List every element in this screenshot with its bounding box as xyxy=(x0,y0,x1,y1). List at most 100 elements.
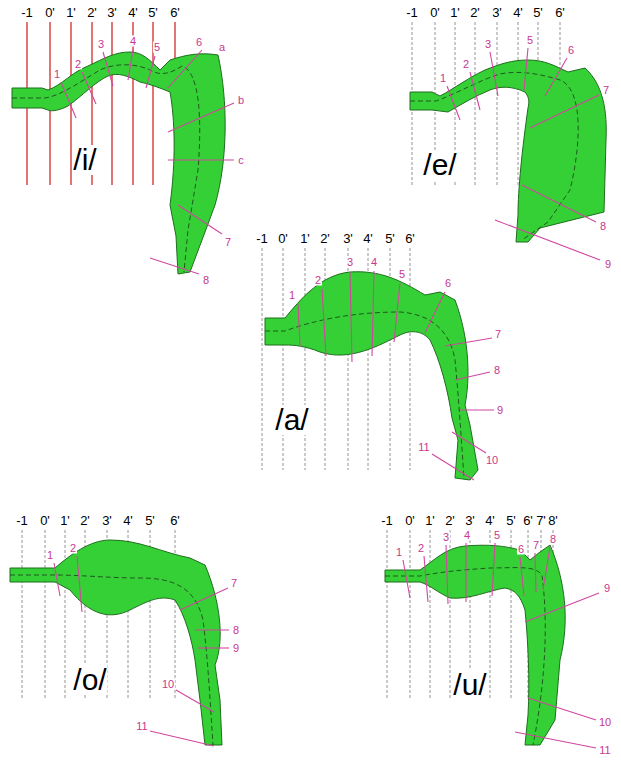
vocal-tract-tube xyxy=(410,60,606,242)
section-number: 6 xyxy=(444,278,452,289)
cross-section xyxy=(495,220,600,260)
cross-section xyxy=(446,545,448,604)
section-number: 8 xyxy=(202,275,210,286)
section-number: 5 xyxy=(153,42,161,53)
section-line xyxy=(410,530,411,700)
section-index: 2' xyxy=(319,232,331,245)
section-number: b xyxy=(237,95,245,106)
cross-section xyxy=(198,647,229,648)
section-number: a xyxy=(218,42,226,53)
section-line xyxy=(283,248,284,470)
section-number: 1 xyxy=(53,69,61,80)
section-line xyxy=(430,530,431,700)
cross-section xyxy=(350,272,352,362)
cross-section xyxy=(322,289,326,356)
section-number: 9 xyxy=(496,405,504,416)
cross-section xyxy=(515,732,596,748)
vowel-label: /e/ xyxy=(422,150,457,180)
section-number: 8 xyxy=(493,365,501,376)
section-index: 8' xyxy=(547,514,559,527)
section-index: 2' xyxy=(444,514,456,527)
section-index: 5' xyxy=(384,232,396,245)
cross-section xyxy=(61,82,76,118)
cross-section xyxy=(168,103,234,132)
section-number: 9 xyxy=(232,643,240,654)
section-number: 8 xyxy=(599,221,607,232)
section-line xyxy=(387,530,388,700)
cross-section xyxy=(445,338,492,346)
cross-section xyxy=(535,553,536,592)
vocal-tract-tube xyxy=(265,272,478,480)
section-index: 0' xyxy=(404,514,416,527)
cross-section xyxy=(545,58,567,96)
section-index: 3' xyxy=(491,6,503,19)
section-number: 11 xyxy=(417,442,430,453)
section-number: 10 xyxy=(161,679,175,690)
section-line xyxy=(65,530,66,700)
section-index: 6' xyxy=(169,6,181,19)
section-index: 3' xyxy=(106,6,118,19)
cross-section xyxy=(530,95,599,128)
section-number: 1 xyxy=(46,550,54,561)
cross-section xyxy=(465,543,466,602)
section-number: 4 xyxy=(370,257,378,268)
vowel-label: /a/ xyxy=(274,405,309,435)
cross-section xyxy=(432,454,474,480)
section-line xyxy=(262,248,263,470)
section-number: 3 xyxy=(442,532,450,543)
cross-section xyxy=(176,690,214,712)
center-line xyxy=(12,65,200,272)
cross-section xyxy=(452,432,486,453)
section-index: -1 xyxy=(15,514,29,527)
section-index: 4' xyxy=(122,514,134,527)
section-index: 0' xyxy=(39,514,51,527)
section-line xyxy=(305,248,306,470)
section-index: 1' xyxy=(59,514,71,527)
section-number: 2 xyxy=(69,543,77,554)
section-index: 1' xyxy=(449,6,461,19)
center-line xyxy=(10,575,213,745)
section-line xyxy=(475,22,476,185)
cross-section xyxy=(146,56,155,88)
cross-section xyxy=(528,698,596,720)
section-number: 6 xyxy=(195,37,203,48)
section-index: -1 xyxy=(255,232,269,245)
cross-section xyxy=(522,185,596,222)
center-line xyxy=(265,312,464,478)
section-number: 2 xyxy=(462,59,470,70)
section-index: 7' xyxy=(535,514,547,527)
section-index: 2' xyxy=(86,6,98,19)
section-number: 5 xyxy=(526,35,534,46)
section-number: 1 xyxy=(288,290,296,301)
cross-section xyxy=(524,48,528,90)
section-number: 7 xyxy=(494,329,502,340)
section-index: 0' xyxy=(44,6,56,19)
cross-section xyxy=(82,72,96,104)
section-number: 4 xyxy=(463,530,471,541)
section-line xyxy=(518,22,519,185)
section-index: 4' xyxy=(512,6,524,19)
center-line xyxy=(410,72,578,240)
section-index: -1 xyxy=(20,6,34,19)
section-number: 11 xyxy=(135,721,148,732)
section-index: 4' xyxy=(362,232,374,245)
vocal-tract-tube xyxy=(385,545,565,745)
cross-section xyxy=(178,205,222,234)
section-number: 3 xyxy=(97,39,105,50)
section-number: c xyxy=(237,155,245,166)
section-number: 7 xyxy=(224,237,232,248)
section-line xyxy=(497,22,498,185)
section-index: 5' xyxy=(144,514,156,527)
cross-section xyxy=(168,50,202,88)
section-index: 2' xyxy=(469,6,481,19)
section-line xyxy=(111,22,112,185)
cross-section xyxy=(180,588,228,610)
section-index: 0' xyxy=(429,6,441,19)
section-number: 2 xyxy=(314,275,322,286)
cross-section xyxy=(492,543,495,596)
section-index: 1' xyxy=(65,6,77,19)
section-number: 1 xyxy=(439,73,447,84)
vocal-tract-tube xyxy=(10,540,222,745)
section-number: 8 xyxy=(232,625,240,636)
